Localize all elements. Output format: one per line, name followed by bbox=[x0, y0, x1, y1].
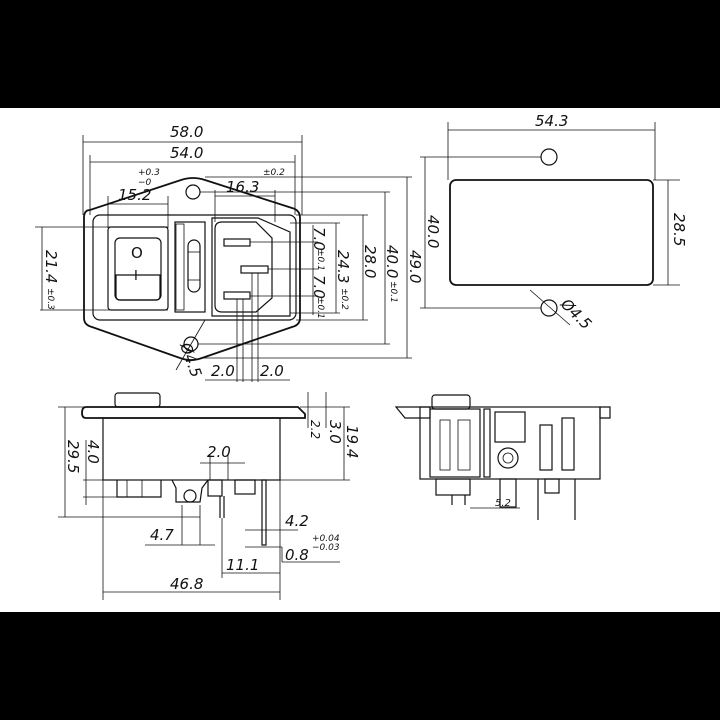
switch-symbol-on: I bbox=[134, 269, 138, 284]
dim-24-3: 24.3 bbox=[334, 250, 352, 283]
dim-21-4: 21.4 bbox=[42, 250, 60, 283]
dim-54-3: 54.3 bbox=[535, 112, 568, 130]
dim-40-0: 40.0 bbox=[383, 245, 401, 278]
fuse-icon bbox=[187, 239, 201, 293]
dim-15-2: 15.2 bbox=[118, 186, 151, 204]
dim-cutout-hole-diameter: Ø4.5 bbox=[556, 294, 595, 333]
inlet-pin-bottom bbox=[223, 291, 251, 300]
dim-7-0-lower: 7.0 bbox=[310, 275, 328, 299]
dim-28-0: 28.0 bbox=[361, 245, 379, 278]
dim-0-8: 0.8 bbox=[285, 546, 309, 564]
tol-0-2: ±0.2 bbox=[263, 168, 285, 178]
dim-19-4: 19.4 bbox=[343, 425, 361, 458]
side-dimension-lines bbox=[58, 392, 350, 600]
dim-5-2: 5.2 bbox=[495, 498, 511, 509]
fuse-cap-profile bbox=[171, 479, 209, 503]
switch-profile bbox=[114, 392, 161, 408]
section-flange bbox=[394, 406, 431, 419]
inlet-pin-top bbox=[223, 238, 251, 247]
dim-4-7: 4.7 bbox=[150, 526, 174, 544]
fuse-label-strip bbox=[175, 223, 185, 311]
dim-cutout-40-0: 40.0 bbox=[424, 215, 442, 248]
dim-29-5: 29.5 bbox=[64, 440, 82, 473]
dim-4-2: 4.2 bbox=[285, 512, 309, 530]
fuse-cap-screw bbox=[183, 489, 197, 503]
section-view: 5.2 bbox=[394, 394, 611, 520]
tol-plus-0-04: +0.04 bbox=[312, 534, 340, 544]
front-dimension-lines bbox=[35, 135, 412, 382]
tol-7-0-upper: ±0.1 bbox=[315, 249, 325, 271]
dim-11-1: 11.1 bbox=[226, 556, 259, 574]
dim-54-0: 54.0 bbox=[170, 144, 203, 162]
dim-7-0-upper: 7.0 bbox=[310, 227, 328, 251]
switch-symbol-off: O bbox=[131, 244, 143, 262]
flange-outline bbox=[83, 177, 301, 361]
iec-inlet bbox=[214, 221, 273, 313]
dim-2-0-left: 2.0 bbox=[211, 362, 235, 380]
tol-24-3: ±0.2 bbox=[339, 288, 349, 310]
dim-49-0: 49.0 bbox=[406, 250, 424, 283]
cutout-hole-top bbox=[540, 148, 558, 166]
dim-2-0-pin-spacing: 2.0 bbox=[207, 443, 231, 461]
dim-58-0: 58.0 bbox=[170, 123, 203, 141]
terminal-tab bbox=[261, 479, 267, 546]
rocker-switch-lower bbox=[115, 274, 161, 301]
mount-hole-top bbox=[185, 184, 201, 200]
dim-16-3: 16.3 bbox=[226, 178, 259, 196]
panel-face bbox=[92, 214, 297, 321]
flange-profile bbox=[81, 406, 306, 419]
tol-minus-0: −0 bbox=[138, 178, 152, 188]
tol-21-4: ±0.3 bbox=[45, 288, 55, 310]
dim-4-0: 4.0 bbox=[84, 440, 102, 464]
cutout-hole-bottom bbox=[540, 299, 558, 317]
dim-3-0: 3.0 bbox=[326, 420, 344, 444]
front-view: O I bbox=[35, 123, 424, 382]
dim-2-0-right: 2.0 bbox=[260, 362, 284, 380]
dim-46-8: 46.8 bbox=[170, 575, 203, 593]
inlet-pin-middle bbox=[240, 265, 269, 274]
dim-2-2: 2.2 bbox=[308, 420, 322, 439]
cutout-rectangle bbox=[449, 179, 654, 286]
dim-hole-diameter: Ø4.5 bbox=[176, 339, 205, 380]
body-profile bbox=[102, 417, 281, 481]
tol-minus-0-03: −0.03 bbox=[312, 543, 340, 553]
fuse-holder bbox=[174, 221, 206, 313]
panel-cutout-view: 54.3 28.5 40.0 Ø4.5 bbox=[420, 112, 688, 333]
tol-plus-0-3: +0.3 bbox=[138, 168, 160, 178]
dim-28-5: 28.5 bbox=[670, 213, 688, 246]
tol-40-0: ±0.1 bbox=[388, 281, 398, 303]
tol-7-0-lower: ±0.1 bbox=[315, 297, 325, 319]
side-view: 29.5 4.0 19.4 3.0 2.2 2.0 4.7 4.2 0.8 +0… bbox=[58, 392, 361, 600]
